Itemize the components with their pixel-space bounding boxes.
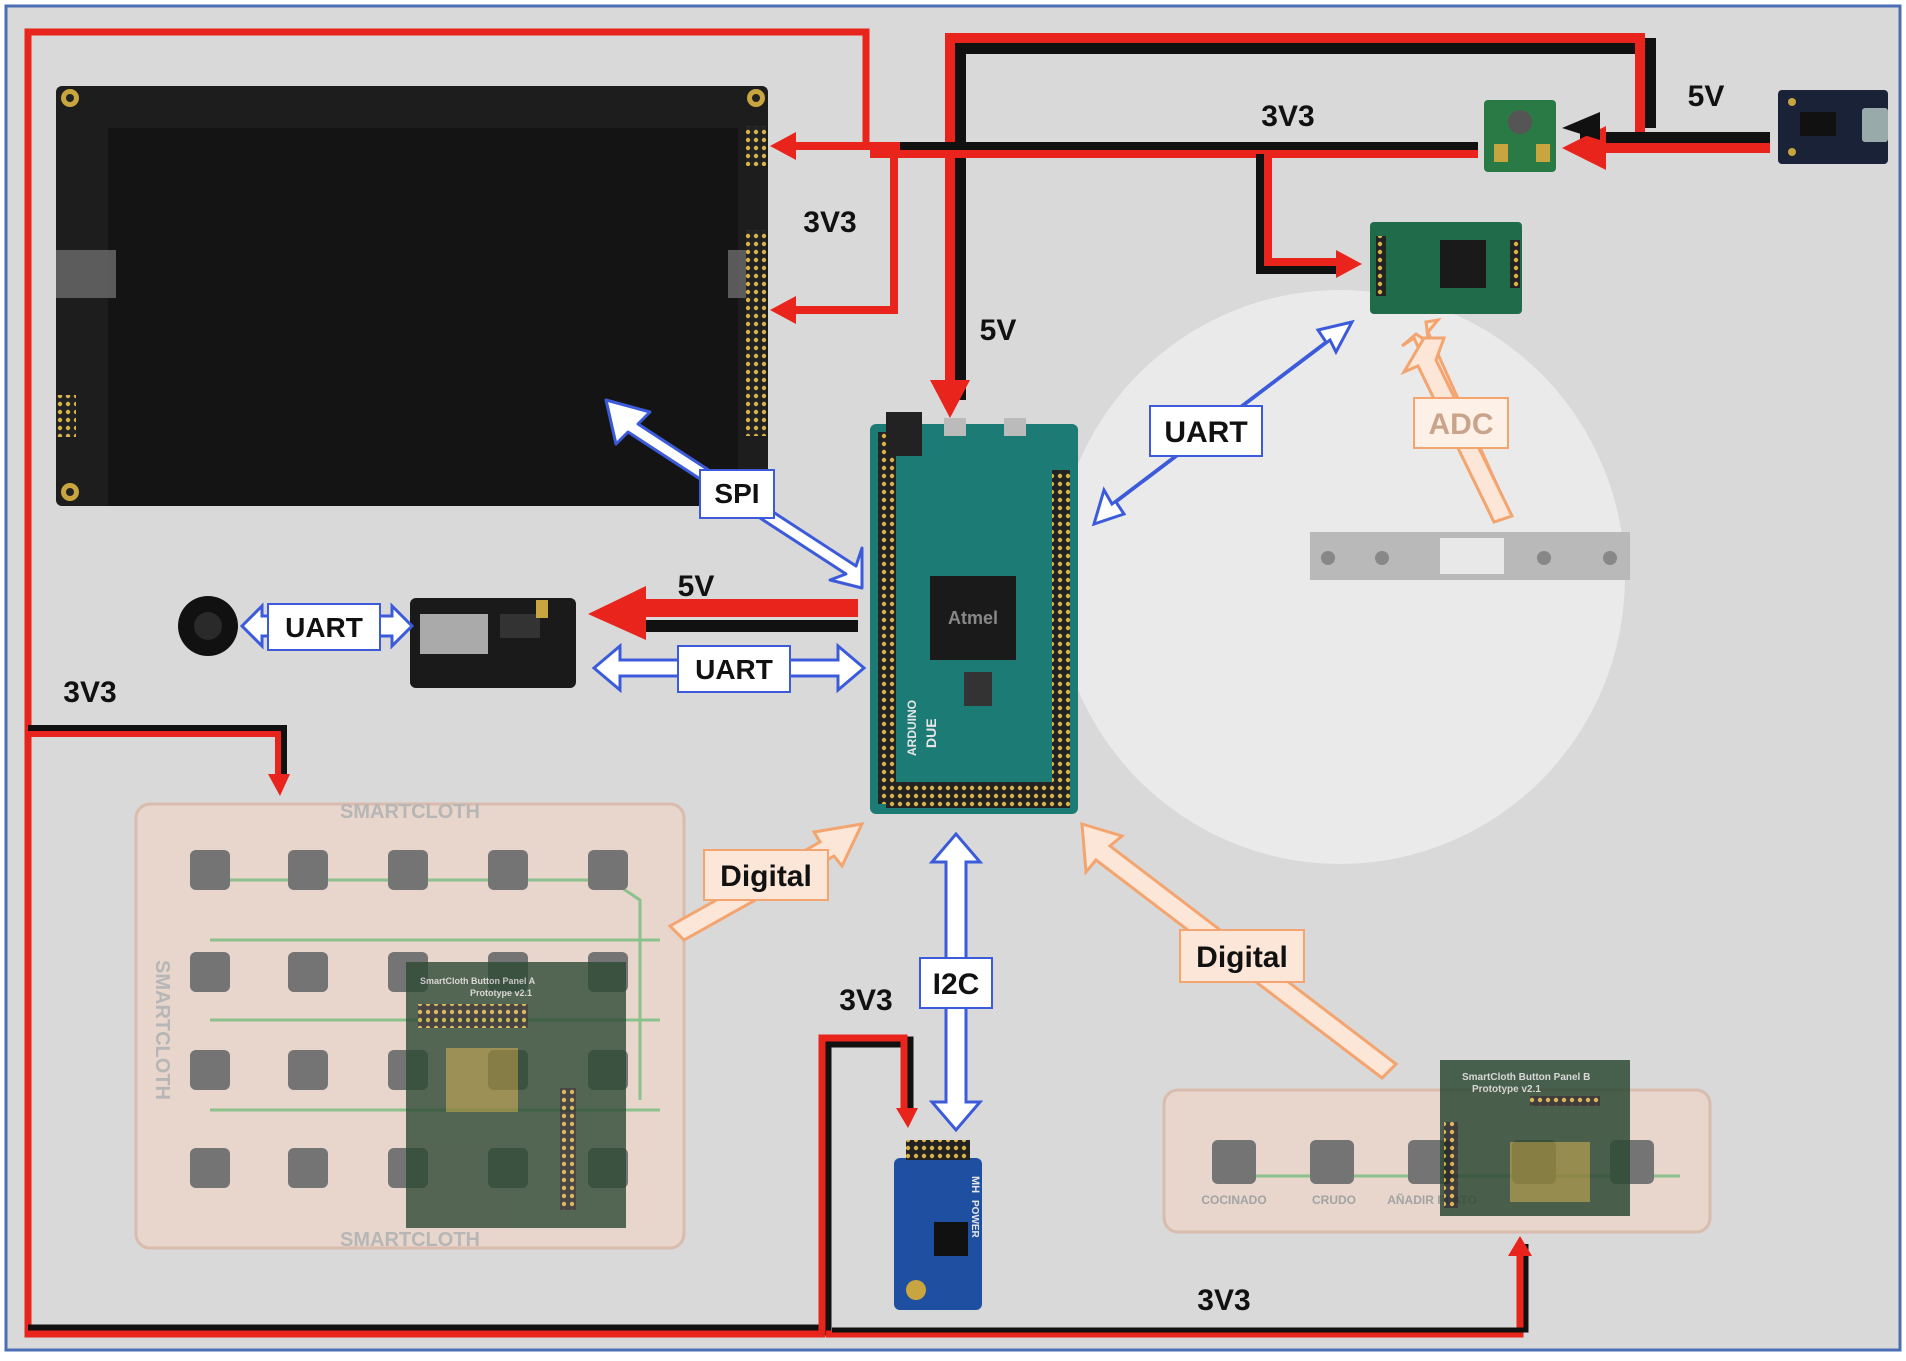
spi-label: SPI xyxy=(714,478,759,509)
digital-buttons-label: Digital xyxy=(1196,941,1288,974)
keypad-pcb: SmartCloth Button Panel A Prototype v2.1 xyxy=(406,962,626,1228)
buttons-pcb-title: SmartCloth Button Panel B xyxy=(1462,1072,1590,1083)
regulator-3v3-label: 3V3 xyxy=(1261,100,1314,133)
uart-hx711-label: UART xyxy=(1164,416,1247,449)
keypad-logo-side: SMARTCLOTH xyxy=(151,960,173,1100)
arduino-brand-label: ARDUINO xyxy=(905,700,919,756)
button-cocinado-label: COCINADO xyxy=(1201,1193,1266,1207)
bottom-3v3-label: 3V3 xyxy=(1197,1284,1250,1317)
i2c-label: I2C xyxy=(933,968,980,1001)
adc-label-box: ADC xyxy=(1413,397,1509,449)
mp3-5v-label: 5V xyxy=(678,570,715,603)
mcu-label: Atmel xyxy=(948,608,998,628)
left-3v3-label: 3V3 xyxy=(63,676,116,709)
uart-mp3-label: UART xyxy=(695,654,773,685)
digital-buttons-label-box: Digital xyxy=(1179,929,1305,983)
uart-speaker-label-box: UART xyxy=(267,603,381,651)
rtc-module: MH POWER xyxy=(894,1140,982,1310)
uart-mp3-label-box: UART xyxy=(677,645,791,693)
i2c-label-box: I2C xyxy=(919,957,993,1009)
keypad-logo-bottom: SMARTCLOTH xyxy=(340,1229,480,1251)
hx711-module xyxy=(1370,222,1522,314)
uart-hx711-label-box: UART xyxy=(1149,405,1263,457)
arduino-model-label: DUE xyxy=(923,718,939,748)
display-3v3-label: 3V3 xyxy=(803,206,856,239)
mp3-module xyxy=(410,598,576,688)
voltage-regulator-module xyxy=(1484,100,1556,172)
usb-charger-module xyxy=(1778,90,1888,164)
buttons-pcb-subtitle: Prototype v2.1 xyxy=(1472,1084,1541,1095)
digital-keypad-label-box: Digital xyxy=(703,849,829,901)
digital-keypad-label: Digital xyxy=(720,860,812,893)
uart-speaker-label: UART xyxy=(285,612,363,643)
rtc-power-label: POWER xyxy=(969,1200,980,1239)
keypad-pcb-subtitle: Prototype v2.1 xyxy=(470,988,532,998)
uart-hx711-arrow xyxy=(1091,319,1355,527)
keypad-pcb-title: SmartCloth Button Panel A xyxy=(420,976,536,986)
rtc-3v3-label: 3V3 xyxy=(839,984,892,1017)
spi-label-box: SPI xyxy=(699,469,775,519)
input-5v-label: 5V xyxy=(1688,80,1725,113)
button-crudo-label: CRUDO xyxy=(1312,1193,1356,1207)
button-panel-pcb: SmartCloth Button Panel B Prototype v2.1 xyxy=(1440,1060,1630,1216)
rtc-brand-label: MH xyxy=(969,1176,981,1193)
speaker xyxy=(178,596,238,656)
load-cell xyxy=(1310,532,1630,580)
tft-display xyxy=(56,86,768,506)
adc-label: ADC xyxy=(1429,408,1494,441)
keypad-logo-top: SMARTCLOTH xyxy=(340,801,480,823)
arduino-due-board: Atmel ARDUINO DUE xyxy=(870,412,1078,814)
arduino-5v-label: 5V xyxy=(980,314,1017,347)
